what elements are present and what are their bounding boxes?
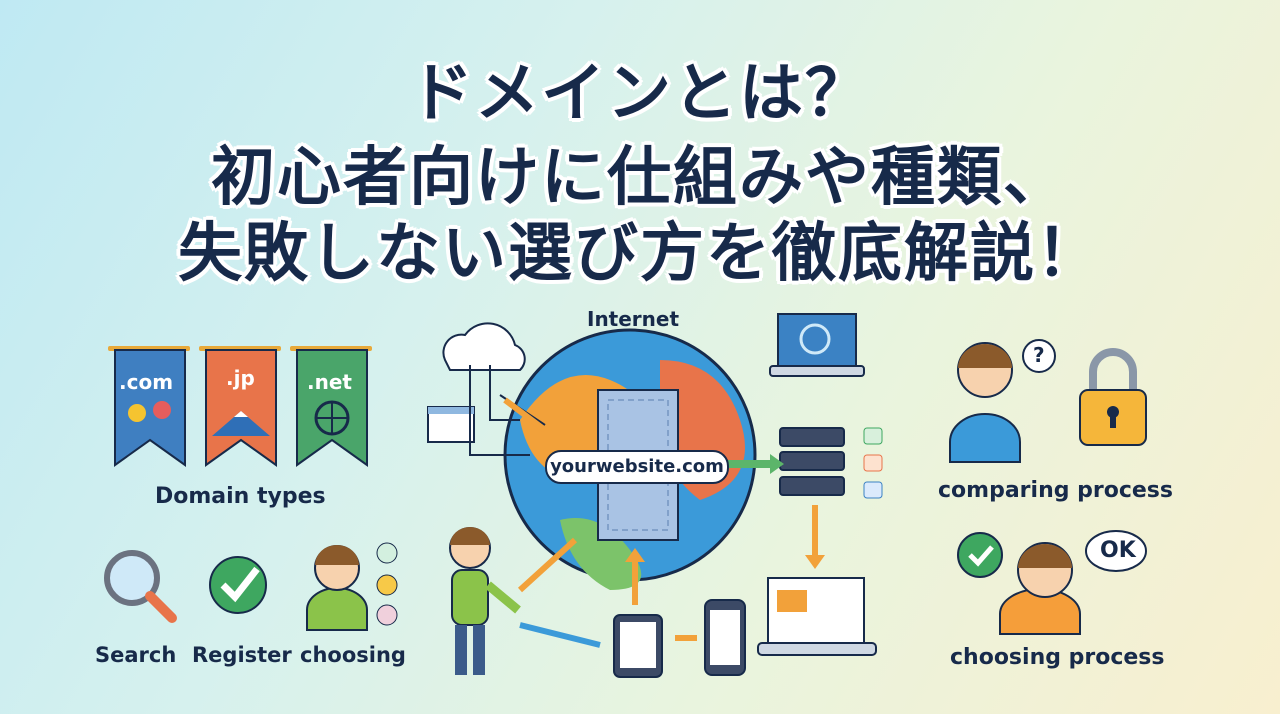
ok-text: OK xyxy=(1100,538,1136,563)
cloud-icon xyxy=(442,322,526,371)
magnifier-icon xyxy=(104,550,177,623)
title-line-2: 初心者向けに仕組みや種類、 xyxy=(211,141,1069,215)
title-line-3: 失敗しない選び方を徹底解説！ xyxy=(178,217,1102,291)
question-mark: ? xyxy=(1033,343,1045,367)
happy-person-icon xyxy=(999,542,1081,635)
banner-jp xyxy=(199,346,281,467)
padlock-icon xyxy=(1079,348,1147,446)
person-pointing-icon xyxy=(449,527,521,675)
question-bubble-icon xyxy=(1022,339,1056,373)
comparing-process-label: comparing process xyxy=(938,478,1173,503)
banner-label-jp: .jp xyxy=(226,366,255,390)
choosing-process-label: choosing process xyxy=(950,645,1165,670)
check-circle-icon xyxy=(209,556,267,614)
banner-com xyxy=(108,346,190,467)
banner-label-com: .com xyxy=(119,370,174,394)
title-line-1: ドメインとは？ xyxy=(409,57,871,131)
server-icon xyxy=(779,427,883,499)
register-label: Register xyxy=(192,643,292,667)
tablet-icon xyxy=(613,614,663,678)
domain-types-label: Domain types xyxy=(155,484,326,509)
choosing-label: choosing xyxy=(300,643,406,667)
browser-window-icon xyxy=(427,406,475,443)
banner-net xyxy=(290,346,372,467)
phone-icon xyxy=(704,599,746,676)
thinking-person-icon xyxy=(949,342,1021,463)
url-label: yourwebsite.com xyxy=(545,450,729,484)
ok-bubble-icon xyxy=(1085,530,1147,572)
search-label: Search xyxy=(95,643,177,667)
internet-label: Internet xyxy=(587,307,680,331)
laptop-icon xyxy=(769,313,865,377)
person-thumbs-up-icon xyxy=(306,542,398,631)
check-circle-icon xyxy=(957,532,1003,578)
banner-label-net: .net xyxy=(307,370,352,394)
laptop-bottom-icon xyxy=(757,577,877,656)
